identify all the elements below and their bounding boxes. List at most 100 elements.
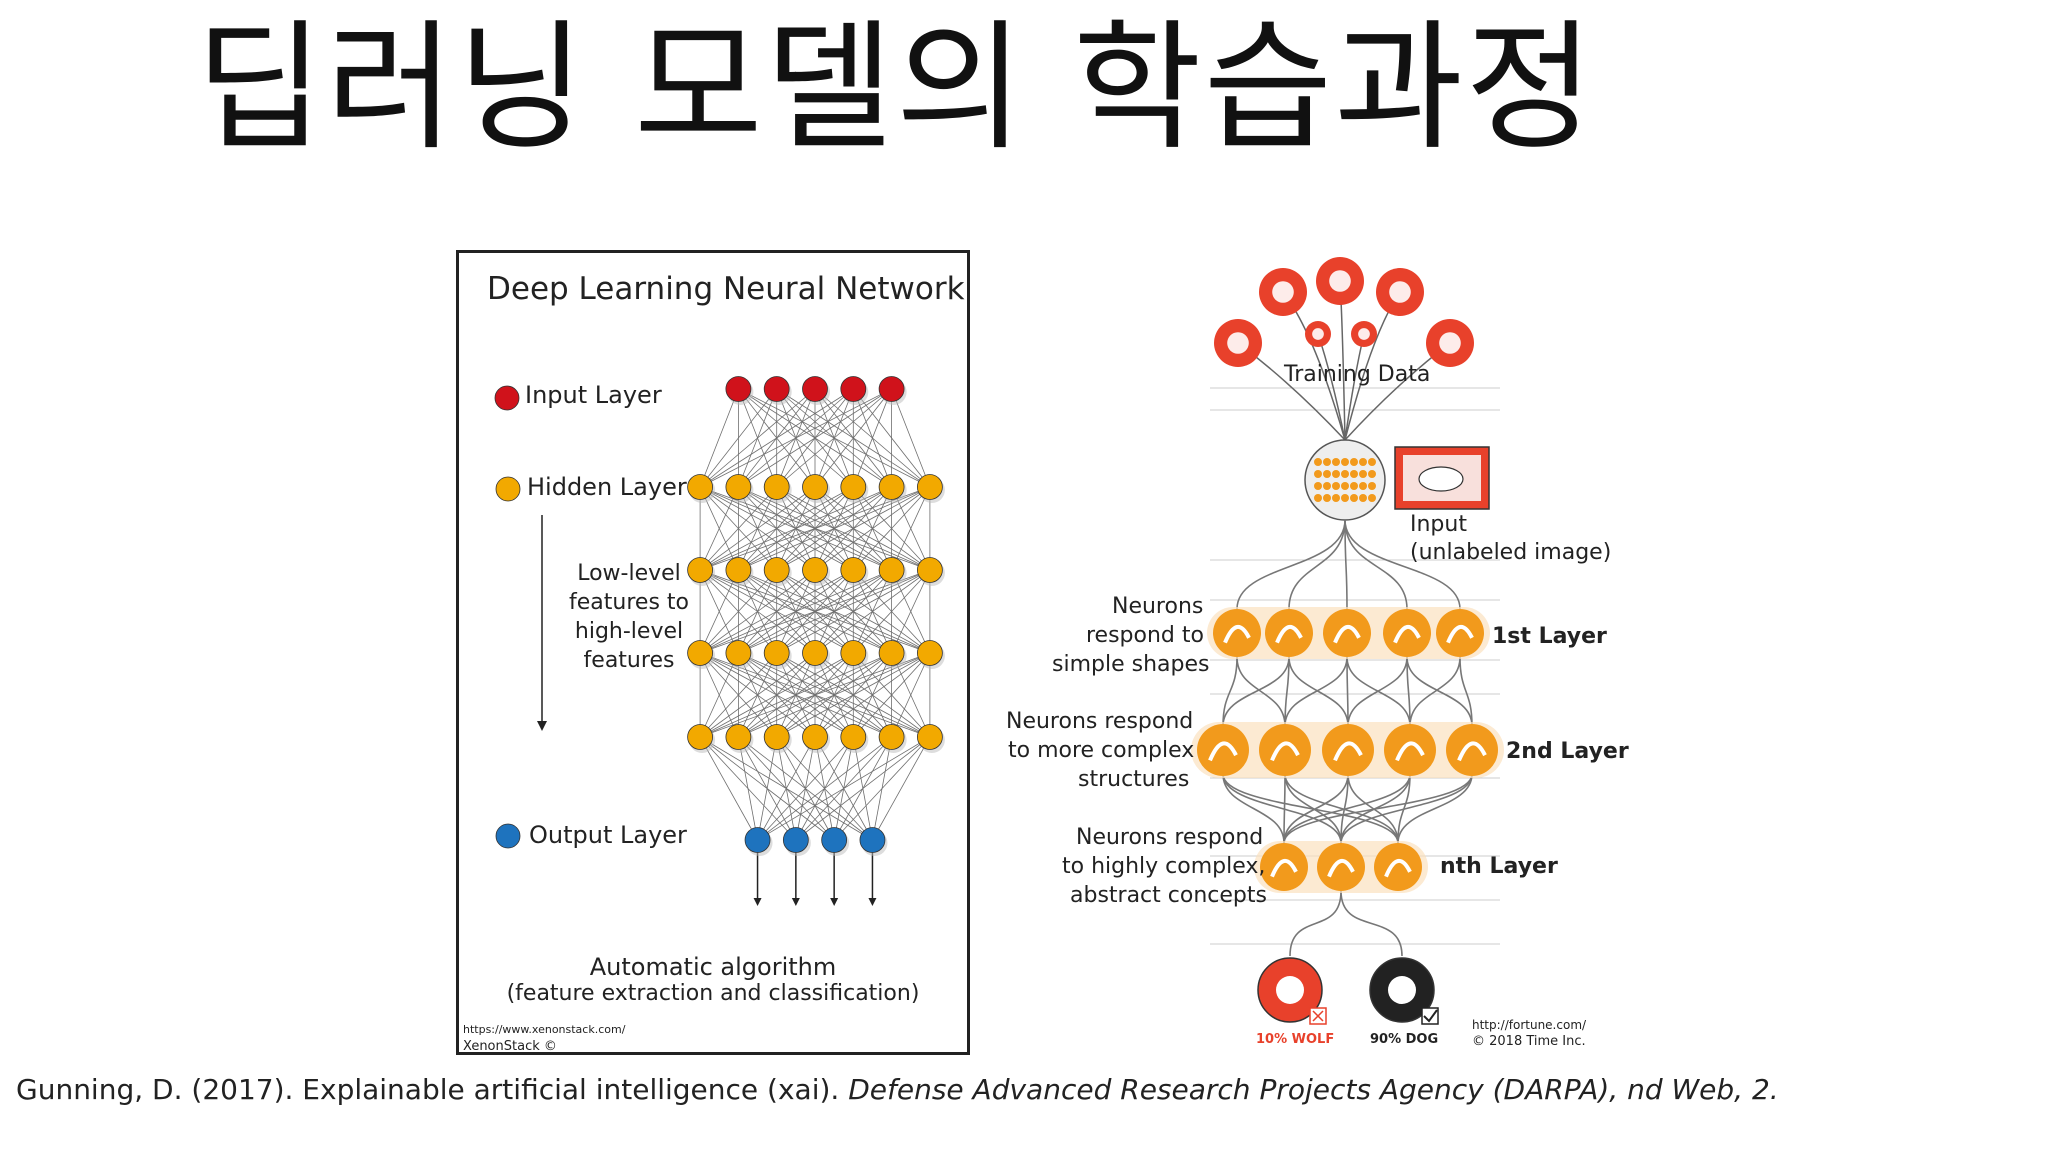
animal-icon — [1227, 332, 1249, 354]
connection-line — [699, 652, 777, 738]
connection-line — [776, 388, 892, 488]
network-node — [878, 557, 905, 583]
hub-mini-node — [1359, 494, 1367, 502]
layern-desc-3: abstract concepts — [1070, 883, 1267, 908]
layern-neuron — [1260, 843, 1308, 891]
citation-italic: Defense Advanced Research Projects Agenc… — [848, 1073, 1779, 1106]
layer-link — [1284, 656, 1348, 727]
connection-line — [699, 569, 777, 654]
connection-line — [699, 569, 816, 654]
layer-link — [1459, 656, 1473, 727]
connection-line — [853, 652, 931, 738]
citation-plain: Gunning, D. (2017). Explainable artifici… — [16, 1073, 849, 1106]
connection-line — [757, 736, 778, 841]
layer2-desc-1: Neurons respond — [1006, 709, 1194, 734]
network-node — [821, 827, 848, 853]
connection-line — [699, 652, 854, 738]
network-node — [916, 474, 943, 500]
progression-arrow-head — [537, 721, 547, 731]
feature-hierarchy-diagram — [1191, 257, 1504, 1025]
layer-link — [1288, 656, 1349, 727]
dog-check-mark — [1423, 1009, 1438, 1023]
feature-icon — [1384, 859, 1412, 878]
layer-links — [1222, 519, 1473, 957]
layern-neuron — [1317, 843, 1365, 891]
feature-icon — [1275, 625, 1303, 644]
network-node — [878, 640, 905, 666]
connection-line — [852, 388, 892, 488]
feature-icon — [1208, 741, 1238, 762]
network-node — [916, 724, 943, 750]
hub-mini-node — [1332, 458, 1340, 466]
network-node — [840, 557, 867, 583]
legend-output-dot — [495, 823, 521, 849]
layer-link — [1406, 656, 1473, 727]
connection-line — [776, 569, 931, 654]
hub-mini-node — [1314, 482, 1322, 490]
hub-mini-node — [1323, 458, 1331, 466]
hub-mini-node — [1323, 482, 1331, 490]
layer-link — [1284, 773, 1342, 844]
network-node — [840, 376, 867, 402]
feature-icon — [1457, 741, 1487, 762]
layer-link — [1236, 656, 1286, 727]
layern-neuron — [1374, 843, 1422, 891]
hub-mini-node — [1368, 458, 1376, 466]
network-node — [840, 640, 867, 666]
hub-mini-node — [1350, 458, 1358, 466]
hub-mini-node — [1368, 470, 1376, 478]
connection-line — [699, 486, 777, 571]
layer2-neuron — [1197, 724, 1249, 776]
connection-line — [699, 569, 739, 654]
layer-link — [1222, 773, 1399, 844]
legend-input-dot — [494, 385, 520, 411]
feature-icon — [1223, 625, 1251, 644]
hub-mini-node — [1314, 494, 1322, 502]
layer-link — [1346, 656, 1349, 727]
layer-link — [1222, 773, 1285, 844]
network-node — [725, 376, 752, 402]
network-node — [878, 474, 905, 500]
animal-icon — [1329, 270, 1351, 292]
connection-line — [699, 388, 892, 488]
connection-line — [699, 388, 816, 488]
layern-name: nth Layer — [1440, 854, 1558, 879]
network-node — [782, 827, 809, 853]
layer2-neuron — [1384, 724, 1436, 776]
hub-mini-node — [1323, 494, 1331, 502]
hub-mini-node — [1359, 458, 1367, 466]
layer-link — [1406, 656, 1411, 727]
feature-icon — [1395, 741, 1425, 762]
layern-desc-2: to highly complex, — [1062, 854, 1266, 879]
connection-line — [738, 736, 758, 841]
hub-mini-node — [1368, 494, 1376, 502]
network-node — [763, 557, 790, 583]
connection-line — [891, 569, 931, 654]
network-node — [763, 640, 790, 666]
input-hub — [1304, 439, 1386, 521]
layer1-desc-1: Neurons — [1112, 594, 1204, 619]
connection-line — [814, 388, 892, 488]
layer-link — [1344, 519, 1348, 610]
layer-link — [1222, 656, 1290, 727]
hub-mini-node — [1314, 458, 1322, 466]
network-connections — [699, 388, 931, 841]
input-label-detail: (unlabeled image) — [1410, 540, 1612, 565]
connection-line — [699, 486, 854, 571]
network-node — [802, 640, 828, 666]
neural-network-graph — [494, 376, 945, 906]
layer-link — [1344, 519, 1461, 610]
network-node — [802, 557, 828, 583]
source-name: XenonStack © — [463, 1039, 557, 1054]
connection-line — [853, 569, 931, 654]
source-url: https://www.xenonstack.com/ — [463, 1023, 626, 1036]
network-node — [802, 474, 828, 500]
network-node — [878, 376, 905, 402]
connection-line — [699, 569, 854, 654]
hub-mini-node — [1314, 470, 1322, 478]
layer2-desc-2: to more complex — [1008, 738, 1195, 763]
connection-line — [853, 486, 931, 571]
connection-line — [795, 736, 931, 841]
network-node — [687, 640, 714, 666]
layer-link — [1409, 656, 1461, 727]
